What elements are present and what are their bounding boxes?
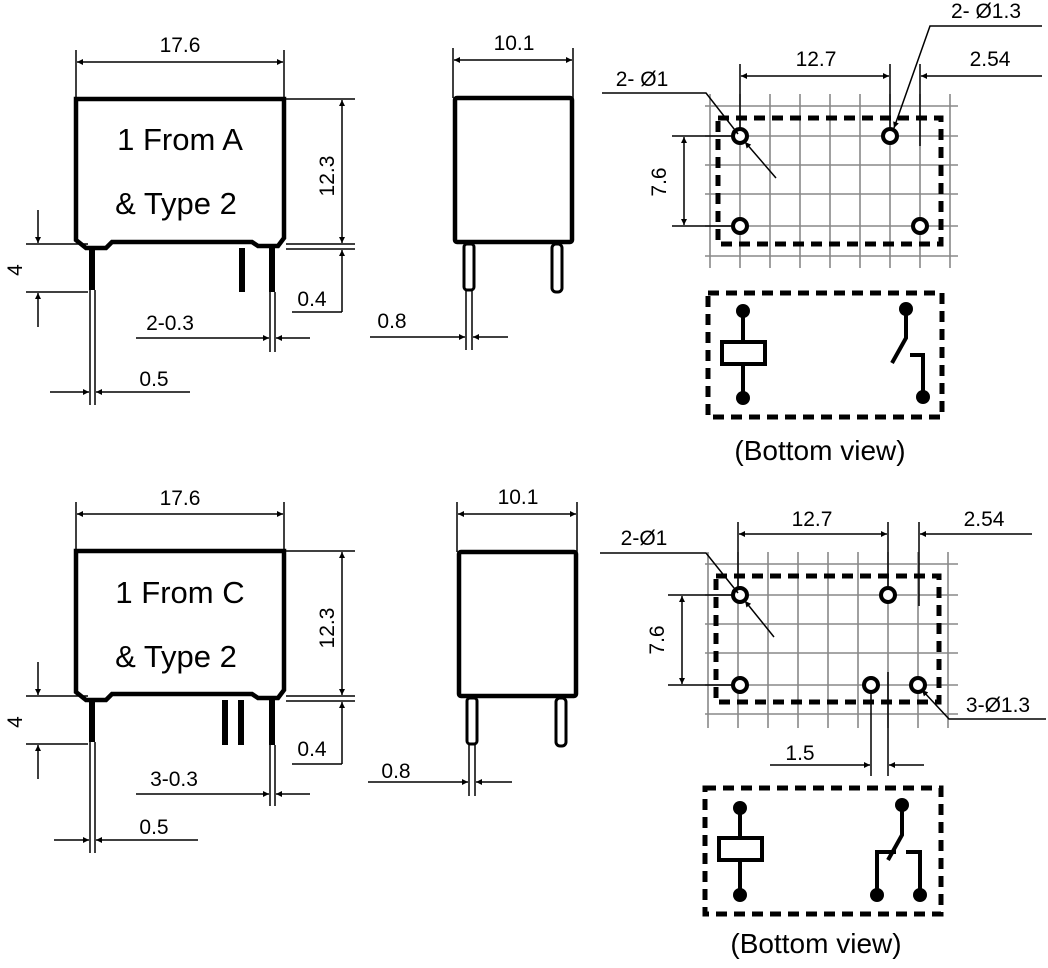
dim-offset: 2.54 bbox=[970, 48, 1011, 71]
body-label-line1: 1 From C bbox=[115, 575, 244, 610]
dim-pin-length: 4 bbox=[4, 264, 27, 276]
dim-height: 12.3 bbox=[316, 156, 339, 197]
front-view-form-a: 17.6 1 From A & Type 2 12.3 0.4 4 2-0.3 … bbox=[4, 34, 355, 405]
dim-side-width: 10.1 bbox=[498, 486, 539, 509]
body-label-line2: & Type 2 bbox=[115, 639, 237, 674]
bottom-view-form-a: 12.7 2.54 7.6 2- Ø1 2- Ø1.3 bbox=[602, 0, 1042, 268]
schematic-form-c: (Bottom view) bbox=[702, 785, 944, 959]
bottom-view-form-c: 12.7 2.54 7.6 2-Ø1 3-Ø1.3 1.5 bbox=[600, 508, 1046, 776]
dim-width: 17.6 bbox=[160, 487, 201, 510]
dim-offset: 2.54 bbox=[964, 508, 1005, 531]
body-label-line1: 1 From A bbox=[117, 122, 243, 157]
dim-pitch-y: 7.6 bbox=[646, 625, 669, 654]
side-view-form-a: 10.1 0.8 bbox=[370, 32, 575, 350]
schematic-form-a: (Bottom view) bbox=[705, 290, 945, 466]
dim-pitch-x: 12.7 bbox=[792, 508, 833, 531]
dim-pin-thickness: 2-0.3 bbox=[146, 312, 194, 335]
hole-large-label: 3-Ø1.3 bbox=[966, 694, 1030, 717]
dim-pitch-x: 12.7 bbox=[796, 48, 837, 71]
dim-pin-width: 0.5 bbox=[139, 368, 168, 391]
dim-width: 17.6 bbox=[160, 34, 201, 57]
hole-small-label: 2-Ø1 bbox=[621, 527, 668, 550]
bottom-view-caption: (Bottom view) bbox=[734, 435, 905, 466]
front-view-form-c: 17.6 1 From C & Type 2 12.3 0.4 4 3-0.3 … bbox=[4, 487, 355, 853]
dim-pin-length: 4 bbox=[4, 716, 27, 728]
dim-pin-gap: 1.5 bbox=[785, 742, 814, 765]
dim-side-pin: 0.8 bbox=[381, 760, 410, 783]
dim-height: 12.3 bbox=[316, 608, 339, 649]
dim-standoff: 0.4 bbox=[297, 738, 327, 761]
dim-pin-width: 0.5 bbox=[139, 816, 168, 839]
dim-pin-thickness: 3-0.3 bbox=[150, 768, 198, 791]
hole-large-label: 2- Ø1.3 bbox=[951, 0, 1021, 23]
side-view-form-c: 10.1 0.8 bbox=[368, 486, 579, 796]
dim-side-pin: 0.8 bbox=[377, 310, 406, 333]
hole-small-label: 2- Ø1 bbox=[616, 68, 669, 91]
dim-pitch-y: 7.6 bbox=[648, 167, 671, 196]
bottom-view-caption: (Bottom view) bbox=[730, 928, 901, 959]
dim-side-width: 10.1 bbox=[494, 32, 535, 55]
body-label-line2: & Type 2 bbox=[115, 186, 237, 221]
dim-standoff: 0.4 bbox=[297, 288, 327, 311]
